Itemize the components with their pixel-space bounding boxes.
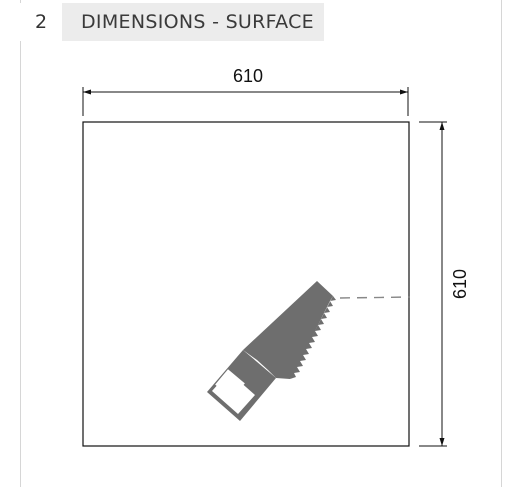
surface-panel (82, 121, 410, 447)
panel-frame (20, 0, 502, 487)
step-number: 2 (20, 3, 62, 41)
saw-handle-grip-hole (215, 369, 245, 399)
height-arrow-bottom (439, 438, 445, 446)
saw-handle (207, 350, 276, 421)
step-title: DIMENSIONS - SURFACE (62, 3, 324, 41)
cut-line (339, 296, 411, 299)
saw-teeth (290, 296, 336, 379)
width-arrow-left (83, 89, 91, 95)
height-label: 610 (450, 269, 470, 299)
width-dimension: 610 (82, 66, 409, 116)
saw-blade (243, 281, 333, 379)
saw-icon (207, 281, 336, 421)
width-arrow-right (400, 89, 408, 95)
height-arrow-top (439, 122, 445, 130)
width-label: 610 (233, 66, 263, 86)
height-dimension: 610 (419, 121, 470, 447)
step-header: 2 DIMENSIONS - SURFACE (20, 3, 324, 41)
